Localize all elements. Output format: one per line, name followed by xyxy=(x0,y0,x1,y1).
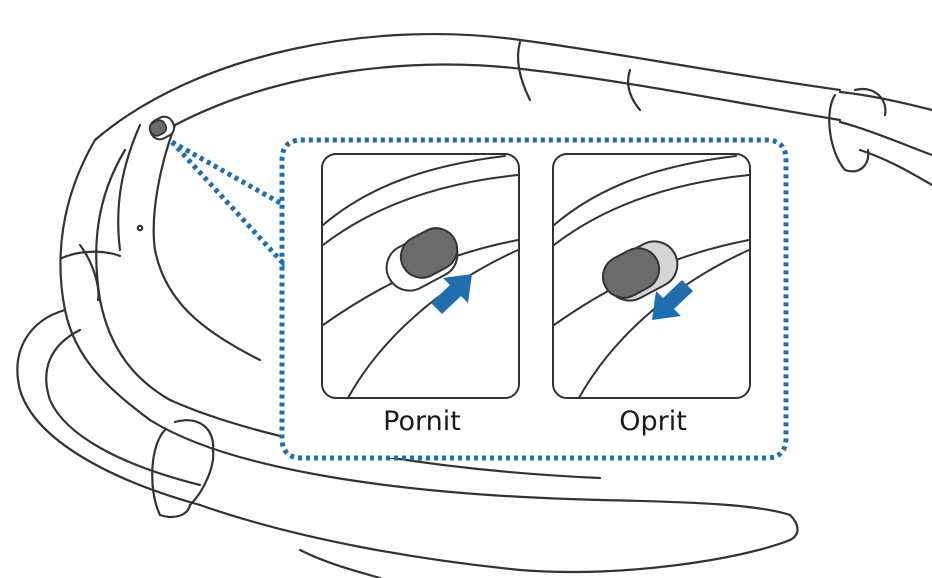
panel-off xyxy=(552,153,751,399)
band-switch xyxy=(148,115,176,141)
label-off: Oprit xyxy=(619,406,687,437)
label-on: Pornit xyxy=(383,406,461,437)
arrow-up-right-icon xyxy=(431,274,472,314)
arrow-down-left-icon xyxy=(652,280,693,320)
panel-on xyxy=(321,153,520,399)
